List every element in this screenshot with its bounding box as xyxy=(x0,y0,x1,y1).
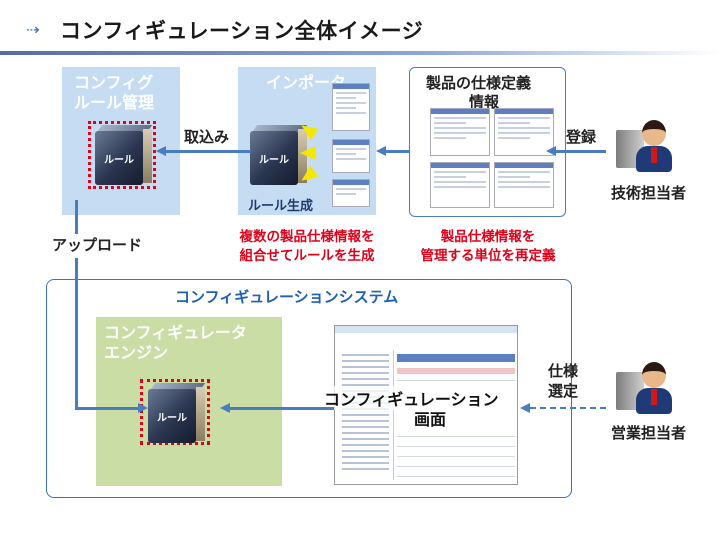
document-icon xyxy=(430,108,490,156)
rule-highlight-frame xyxy=(88,121,156,189)
note-left-line2: 組合せてルールを生成 xyxy=(239,248,375,264)
arrowhead-icon xyxy=(220,403,230,413)
rule-block-label: ルール xyxy=(157,413,187,424)
arrowhead-icon xyxy=(156,146,166,156)
document-icon xyxy=(430,162,490,208)
screen-title-line1: コンフィギュレーション xyxy=(322,386,501,410)
register-label: 登録 xyxy=(566,128,597,146)
engineer-label: 技術担当者 xyxy=(611,184,687,202)
import-arrow-icon xyxy=(300,146,316,160)
person-at-computer-icon xyxy=(616,120,676,180)
import-label: 取込み xyxy=(184,128,230,146)
rule-generation-label: ルール生成 xyxy=(248,199,314,214)
upload-line-horizontal xyxy=(75,407,139,410)
rule-block-icon: ルール xyxy=(148,383,208,445)
arrow-spec-to-importer xyxy=(385,150,409,153)
spec-info-box: 製品の仕様定義 情報 xyxy=(409,67,566,217)
system-title: コンフィギュレーションシステム xyxy=(175,288,399,306)
engine-title-line1: コンフィギュレータ xyxy=(104,323,247,342)
importer-box: インポータ ルール ルール生成 xyxy=(238,67,376,215)
rule-block-icon: ルール xyxy=(95,125,155,187)
spec-info-title-line1: 製品の仕様定義 xyxy=(426,74,532,92)
rule-management-title-line1: コンフィグ xyxy=(74,73,154,92)
document-icon xyxy=(332,139,370,173)
note-right-line2: 管理する単位を再定義 xyxy=(420,248,556,264)
spec-info-title-line2: 情報 xyxy=(469,93,500,111)
arrowhead-icon xyxy=(546,146,556,156)
note-right-line1: 製品仕様情報を xyxy=(440,229,536,245)
upload-label: アップロード xyxy=(52,236,143,254)
rule-management-title-line2: ルール管理 xyxy=(74,93,155,112)
select-spec-label-line1: 仕様 xyxy=(548,362,579,380)
arrow-importer-to-rule-mgmt xyxy=(165,150,251,153)
page-title: コンフィギュレーション全体イメージ xyxy=(60,19,424,43)
configurator-engine-box: コンフィギュレータ エンジン ルール xyxy=(96,317,282,486)
document-icon xyxy=(494,162,554,208)
screen-title-line2: 画面 xyxy=(412,406,449,430)
note-right: 製品仕様情報を 管理する単位を再定義 xyxy=(405,228,571,266)
arrow-bullet-icon: ⇢ xyxy=(26,20,40,39)
arrow-screen-to-engine xyxy=(230,407,334,410)
note-left: 複数の製品仕様情報を 組合せてルールを生成 xyxy=(224,228,390,266)
document-icon xyxy=(332,179,370,207)
select-spec-label-line2: 選定 xyxy=(548,382,579,400)
document-icon xyxy=(332,83,370,131)
sales-label: 営業担当者 xyxy=(611,424,687,442)
title-divider xyxy=(0,51,720,55)
arrow-engineer-to-spec xyxy=(556,150,606,153)
arrowhead-icon xyxy=(520,403,530,413)
upload-line-top xyxy=(75,200,78,234)
rule-block-label: ルール xyxy=(104,155,134,166)
rule-management-box: コンフィグ ルール管理 ルール xyxy=(62,67,180,215)
engine-title-line2: エンジン xyxy=(104,343,169,362)
importer-title: インポータ xyxy=(266,73,347,92)
person-at-computer-icon xyxy=(616,362,676,422)
arrow-sales-to-screen xyxy=(530,407,606,409)
upload-line-bottom xyxy=(75,258,78,409)
arrowhead-icon xyxy=(376,146,386,156)
document-icon xyxy=(494,108,554,156)
arrowhead-icon xyxy=(138,403,148,413)
note-left-line1: 複数の製品仕様情報を xyxy=(239,229,375,245)
rule-block-label: ルール xyxy=(259,155,289,166)
